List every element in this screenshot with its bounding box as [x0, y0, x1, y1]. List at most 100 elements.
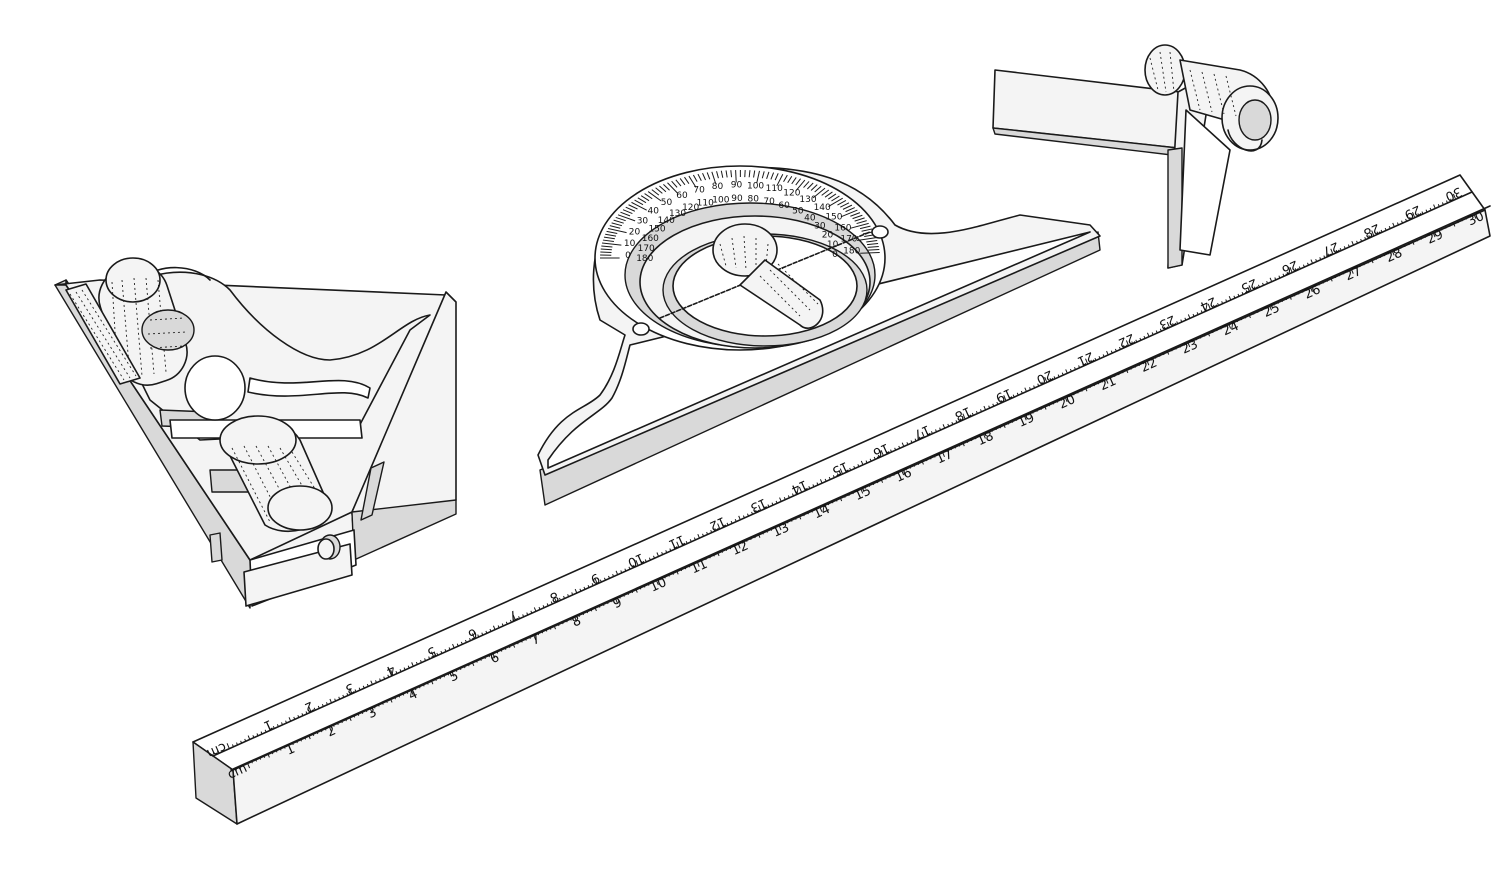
- ruler-tick: [297, 714, 300, 718]
- ruler-tick: [1334, 275, 1337, 279]
- ruler-tick: [608, 575, 610, 579]
- ruler-tick: [730, 520, 733, 524]
- ruler-tick: [684, 566, 687, 570]
- ruler-top-number: 27: [1320, 238, 1341, 258]
- ruler-tick: [665, 550, 668, 553]
- ruler-tick: [328, 725, 332, 732]
- ruler-tick: [598, 605, 601, 608]
- ruler-tick: [1232, 321, 1234, 324]
- ruler-tick: [414, 687, 417, 691]
- ruler-tick: [706, 531, 709, 535]
- ruler-tick: [1286, 271, 1289, 275]
- ruler-tick: [824, 478, 827, 482]
- ruler-tick: [1200, 310, 1203, 314]
- ruler-tick: [1448, 224, 1451, 227]
- ruler-tick: [857, 464, 860, 467]
- dial-tick: [824, 191, 833, 198]
- ruler-tick: [843, 495, 846, 498]
- ruler-tick: [1347, 244, 1350, 248]
- ruler-tick: [1053, 376, 1056, 379]
- ruler-bottom-number: 29: [1424, 227, 1445, 247]
- dial-outer-label: 130: [799, 195, 816, 205]
- ruler-unit-label: cm: [225, 761, 249, 783]
- ruler-tick: [644, 559, 647, 563]
- ruler-tick: [1125, 340, 1130, 347]
- ruler-tick: [431, 651, 435, 658]
- ruler-tick: [721, 550, 723, 553]
- dial-tick: [806, 182, 814, 190]
- ruler-top-number: 25: [1238, 275, 1259, 295]
- ruler-tick: [587, 584, 590, 588]
- ruler-tick: [685, 540, 688, 544]
- ruler-tick: [796, 491, 798, 495]
- ruler-tick: [475, 659, 478, 663]
- dial-outer-label: 100: [747, 181, 764, 191]
- center-head-knob: [1144, 44, 1279, 152]
- ruler-tick: [1187, 314, 1191, 319]
- ruler-tick: [1228, 295, 1232, 301]
- ruler-tick: [485, 630, 488, 634]
- ruler-tick: [1044, 376, 1048, 383]
- dial-tick: [628, 204, 638, 210]
- ruler-bottom-number: 12: [730, 539, 751, 559]
- ruler-tick: [1094, 357, 1097, 361]
- ruler-tick: [1240, 317, 1243, 321]
- ruler-tick: [988, 405, 991, 409]
- ruler-tick: [312, 733, 315, 736]
- dial-tick: [711, 171, 717, 185]
- ruler-tick: [1391, 249, 1395, 256]
- ruler-tick: [967, 414, 970, 418]
- ruler-tick: [1268, 304, 1272, 311]
- ruler-tick: [819, 479, 823, 484]
- ruler-tick: [999, 425, 1001, 429]
- ruler-tick: [1420, 236, 1422, 240]
- ruler-tick: [558, 597, 561, 601]
- ruler-tick: [1313, 284, 1316, 288]
- ruler-tick: [1129, 366, 1132, 370]
- ruler-tick: [504, 647, 507, 650]
- dial-inner-label: 170: [638, 244, 655, 254]
- ruler-tick: [1158, 354, 1161, 357]
- dial-tick: [675, 179, 682, 187]
- ruler-tick: [1274, 277, 1277, 281]
- dial-outer-label: 70: [693, 185, 705, 195]
- ruler-tick: [688, 564, 691, 568]
- ruler-tick: [362, 685, 365, 689]
- ruler-tick: [1343, 246, 1346, 249]
- ruler-tick: [430, 680, 434, 685]
- dial-outer-label: 0: [625, 251, 631, 261]
- dial-tick: [679, 178, 686, 186]
- ruler-tick: [1266, 280, 1269, 284]
- ruler-tick: [959, 418, 962, 422]
- dial-tick: [605, 233, 617, 237]
- ruler-tick: [892, 473, 895, 476]
- ruler-tick: [338, 696, 341, 700]
- ruler-tick: [954, 445, 956, 449]
- ruler-tick: [370, 680, 373, 685]
- ruler-top-number: 30: [1443, 183, 1464, 203]
- ruler-tick: [1452, 222, 1456, 227]
- ruler-tick: [945, 449, 948, 453]
- ruler-tick: [354, 689, 357, 693]
- ruler-tick: [700, 559, 703, 563]
- ruler-tick: [962, 442, 965, 447]
- ruler-tick: [1364, 237, 1367, 240]
- ruler-tick: [1405, 218, 1408, 222]
- ruler-tick: [259, 756, 262, 760]
- ruler-tick: [340, 720, 343, 724]
- ruler-tick: [643, 584, 646, 588]
- dial-inner-label: 100: [712, 195, 729, 205]
- ruler-tick: [1356, 240, 1359, 244]
- dial-inner-label: 120: [682, 203, 699, 213]
- ruler-tick: [524, 637, 527, 641]
- ruler-tick: [469, 638, 471, 641]
- ruler-tick: [1411, 240, 1415, 245]
- ruler-tick: [1109, 376, 1112, 379]
- ruler-tick: [313, 707, 316, 711]
- dial-tick: [651, 189, 660, 196]
- ruler-tick: [632, 564, 635, 568]
- ruler-tick: [545, 628, 548, 632]
- dial-inner-label: 40: [804, 213, 816, 223]
